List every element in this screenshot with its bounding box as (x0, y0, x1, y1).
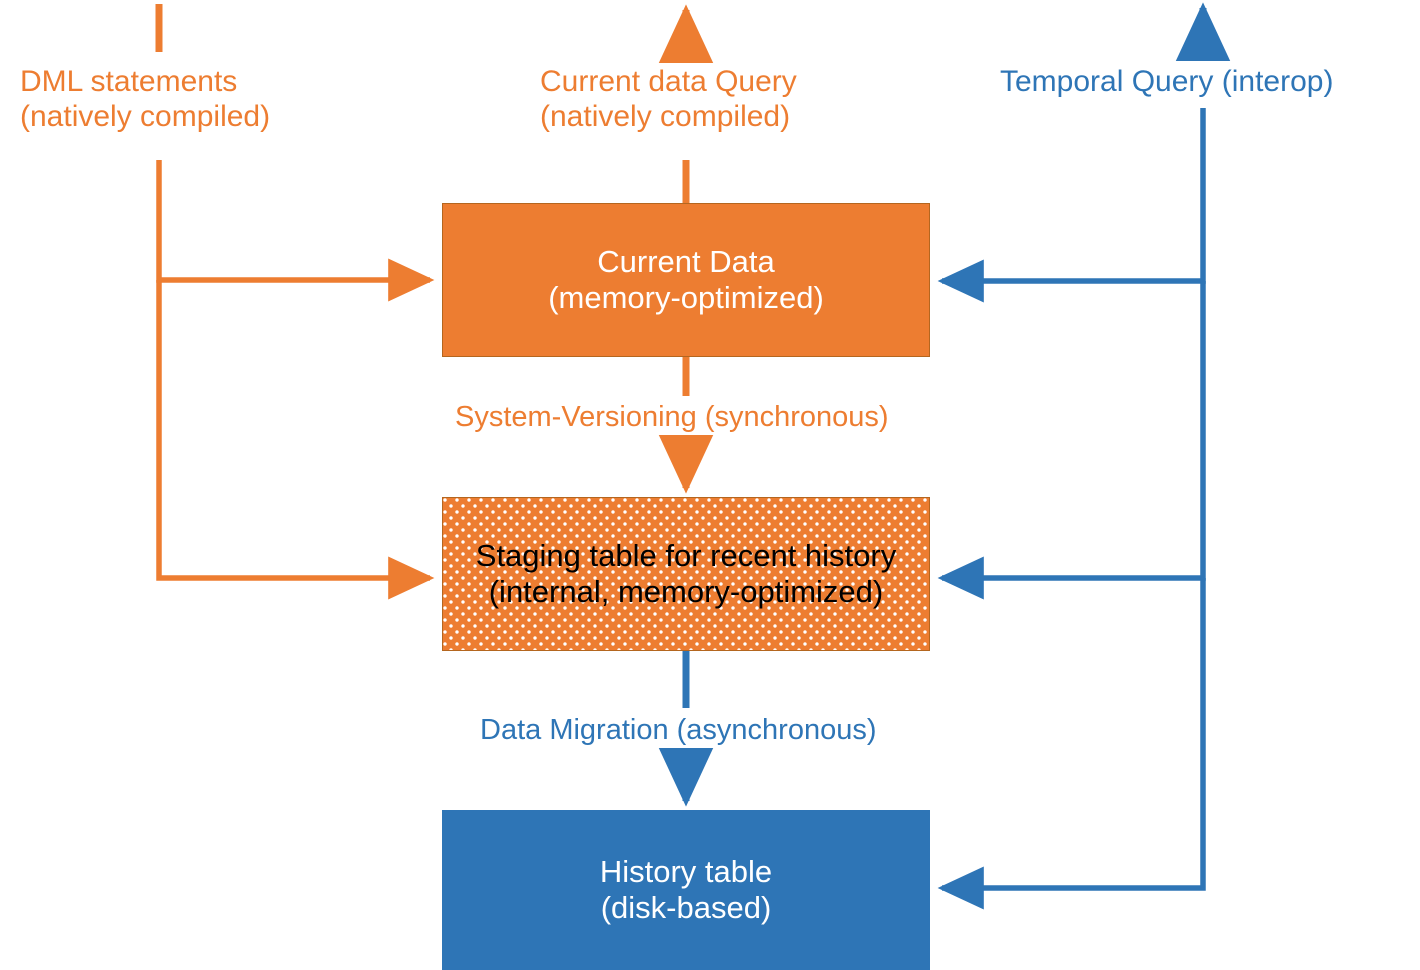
staging-table-box[interactable]: Staging table for recent history (intern… (442, 497, 930, 651)
staging-table-box-label: Staging table for recent history (intern… (475, 538, 897, 609)
history-table-box-label: History table (disk-based) (599, 854, 773, 925)
system-versioning-label: System-Versioning (synchronous) (455, 401, 889, 433)
temporal-to-staging-connector (937, 281, 1206, 600)
current-data-box[interactable]: Current Data (memory-optimized) (442, 203, 930, 357)
dml-to-current-connector (156, 160, 435, 302)
dml-statements-label: DML statements (natively compiled) (20, 65, 271, 134)
current-data-box-label: Current Data (memory-optimized) (548, 244, 824, 315)
temporal-to-current-connector (937, 108, 1206, 303)
temporal-query-label: Temporal Query (interop) (1000, 65, 1334, 98)
history-table-box[interactable]: History table (disk-based) (442, 810, 930, 970)
temporal-to-history-connector (937, 578, 1206, 910)
dml-to-staging-connector (156, 280, 435, 600)
data-migration-label: Data Migration (asynchronous) (480, 714, 877, 746)
current-data-query-label: Current data Query (natively compiled) (540, 65, 797, 134)
